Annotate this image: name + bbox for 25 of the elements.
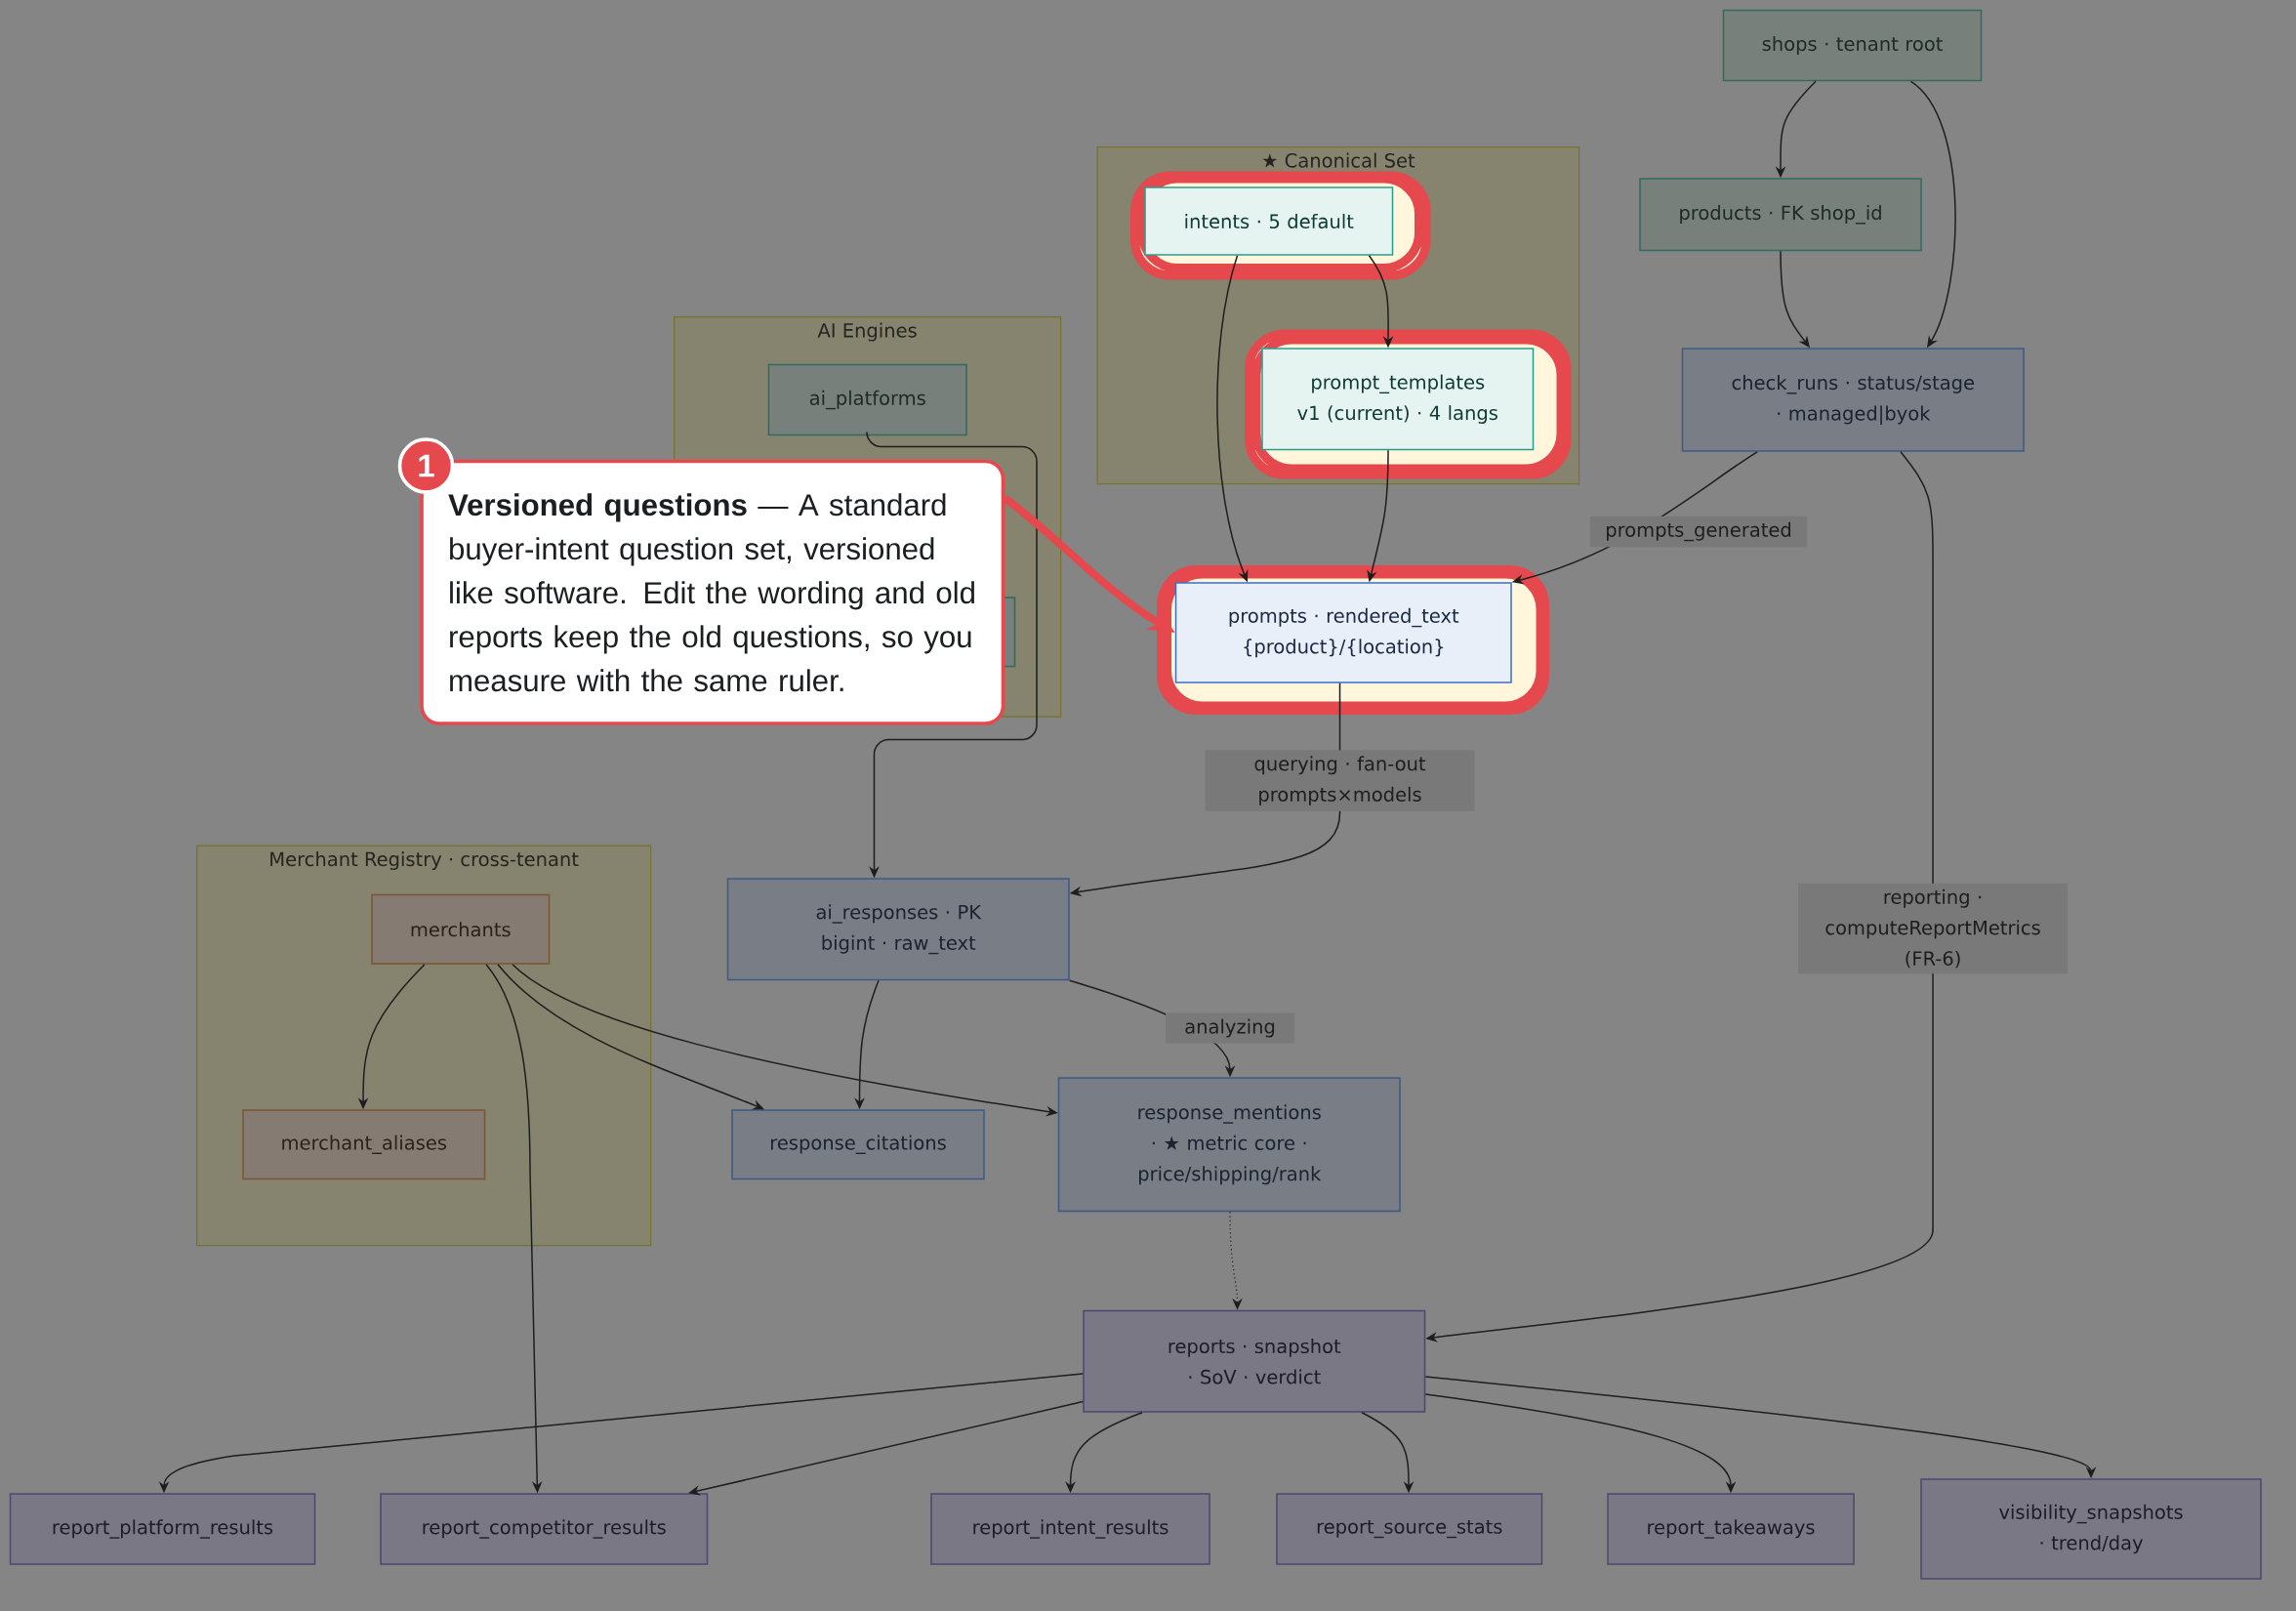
table-box: merchant_aliases: [242, 1109, 486, 1180]
table-box: products · FK shop_id: [1639, 178, 1922, 252]
table-box: check_runs · status/stage · managed|byok: [1681, 348, 2025, 452]
table-box: report_takeaways: [1607, 1493, 1855, 1565]
table-box: merchants: [371, 893, 551, 965]
edge-label: prompts_generated: [1590, 516, 1808, 548]
table-box: shops · tenant root: [1722, 9, 1983, 82]
callout-number: 1: [397, 437, 455, 494]
edge-label: analyzing: [1166, 1012, 1294, 1044]
table-box: prompt_templates v1 (current) · 4 langs: [1261, 348, 1535, 451]
table-box: prompts · rendered_text {product}/{location}: [1174, 582, 1512, 683]
table-box: visibility_snapshots · trend/day: [1920, 1478, 2262, 1580]
table-box: report_source_stats: [1276, 1493, 1543, 1565]
table-box: report_platform_results: [9, 1493, 316, 1565]
table-box: report_intent_results: [930, 1493, 1210, 1565]
table-box: intents · 5 default: [1144, 186, 1394, 256]
arrow: [497, 964, 764, 1110]
table-box: ai_platforms: [767, 363, 967, 436]
edge-label: reporting · computeReportMetrics (FR-6): [1798, 883, 2069, 974]
table-box: response_citations: [731, 1109, 985, 1180]
table-box: reports · snapshot · SoV · verdict: [1083, 1309, 1426, 1413]
edge-label: querying · fan-out prompts×models: [1205, 750, 1475, 811]
table-box: report_competitor_results: [380, 1493, 709, 1565]
table-box: ai_responses · PK bigint · raw_text: [726, 878, 1070, 981]
table-box: response_mentions · ★ metric core · price/shipping/rank: [1057, 1077, 1401, 1213]
